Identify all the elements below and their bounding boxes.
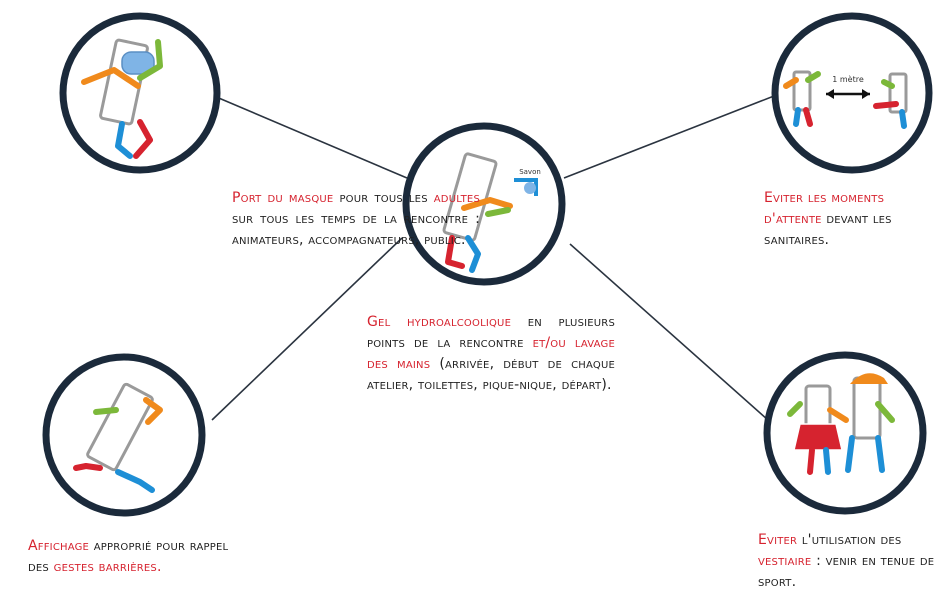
masked-figure-icon	[81, 38, 163, 159]
distancing-figures-icon	[783, 70, 908, 129]
body-text: sur tous les temps de la rencontre : ani…	[232, 211, 480, 248]
node-affichage	[42, 353, 206, 517]
body-text: approprié pour rappel des	[28, 538, 229, 575]
highlight-text: Affichage	[28, 538, 90, 554]
connectors	[211, 95, 775, 421]
highlight-text: Gel hydroalcoolique	[367, 314, 512, 330]
circle-vestiaire	[763, 351, 927, 515]
body-text: l'utilisation des	[797, 532, 902, 548]
circle-masque	[59, 12, 221, 174]
body-text: pour tous les	[333, 190, 434, 206]
connector-attente	[563, 95, 775, 179]
walking-figure-icon	[73, 382, 163, 493]
highlight-text: vestiaire	[758, 553, 812, 569]
faucet-caption: Savon	[519, 168, 541, 176]
sport-outfit-figures-icon	[787, 373, 895, 475]
highlight-text: Eviter les moments d'attente	[764, 190, 885, 227]
node-vestiaire	[763, 351, 927, 515]
node-attente: 1 mètre	[771, 12, 933, 174]
rule-affichage-text: Affichage approprié pour rappel des gest…	[28, 536, 248, 578]
connector-vestiaire	[569, 243, 769, 421]
distance-label: 1 mètre	[832, 74, 864, 84]
body-text: : venir en tenue de sport.	[758, 553, 935, 590]
highlight-text: adultes	[433, 190, 480, 206]
body-text: devant les sanitaires.	[764, 211, 892, 248]
connector-affichage	[211, 237, 403, 421]
highlight-text: et/ou lavage des mains	[367, 335, 615, 372]
rule-vestiaire-text: Eviter l'utilisation des vestiaire : ven…	[758, 530, 944, 593]
highlight-text: Port du masque	[232, 190, 334, 206]
rule-attente-text: Eviter les moments d'attente devant les …	[764, 188, 940, 251]
node-gel: Savon	[402, 122, 566, 286]
body-text: en plusieurs points de la rencontre	[367, 314, 615, 351]
highlight-text: Eviter	[758, 532, 798, 548]
hand-washing-figure-icon	[442, 152, 538, 273]
rule-masque-text: Port du masque pour tous les adultes sur…	[232, 188, 480, 251]
rule-gel-text: Gel hydroalcoolique en plusieurs points …	[367, 312, 615, 396]
highlight-text: gestes barrières.	[53, 559, 162, 575]
connector-masque	[213, 95, 408, 179]
node-masque	[59, 12, 221, 174]
body-text: (arrivée, début de chaque atelier, toile…	[367, 356, 615, 393]
